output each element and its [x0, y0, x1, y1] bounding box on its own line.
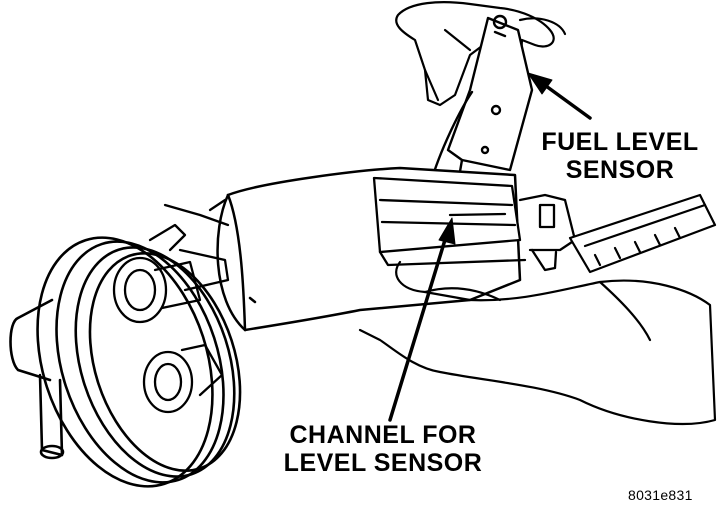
flange-fittings [112, 198, 230, 414]
fuel-level-sensor-arrow [527, 72, 592, 120]
flange-base [9, 236, 242, 488]
channel-arrow [388, 217, 456, 422]
lower-hand [358, 260, 717, 426]
channel-label-line-2: LEVEL SENSOR [283, 449, 483, 477]
fuel-level-sensor-label-line-2: SENSOR [565, 156, 675, 184]
channel-label: CHANNEL FOR LEVEL SENSOR [258, 421, 508, 477]
level-sensor-channel [372, 176, 577, 272]
fuel-level-sensor-label: FUEL LEVEL SENSOR [520, 128, 720, 184]
fuel-level-sensor-label-line-1: FUEL LEVEL [541, 128, 699, 156]
tool-handle [568, 193, 717, 274]
channel-label-line-1: CHANNEL FOR [289, 421, 477, 449]
figure-code: 8031e831 [628, 487, 693, 503]
